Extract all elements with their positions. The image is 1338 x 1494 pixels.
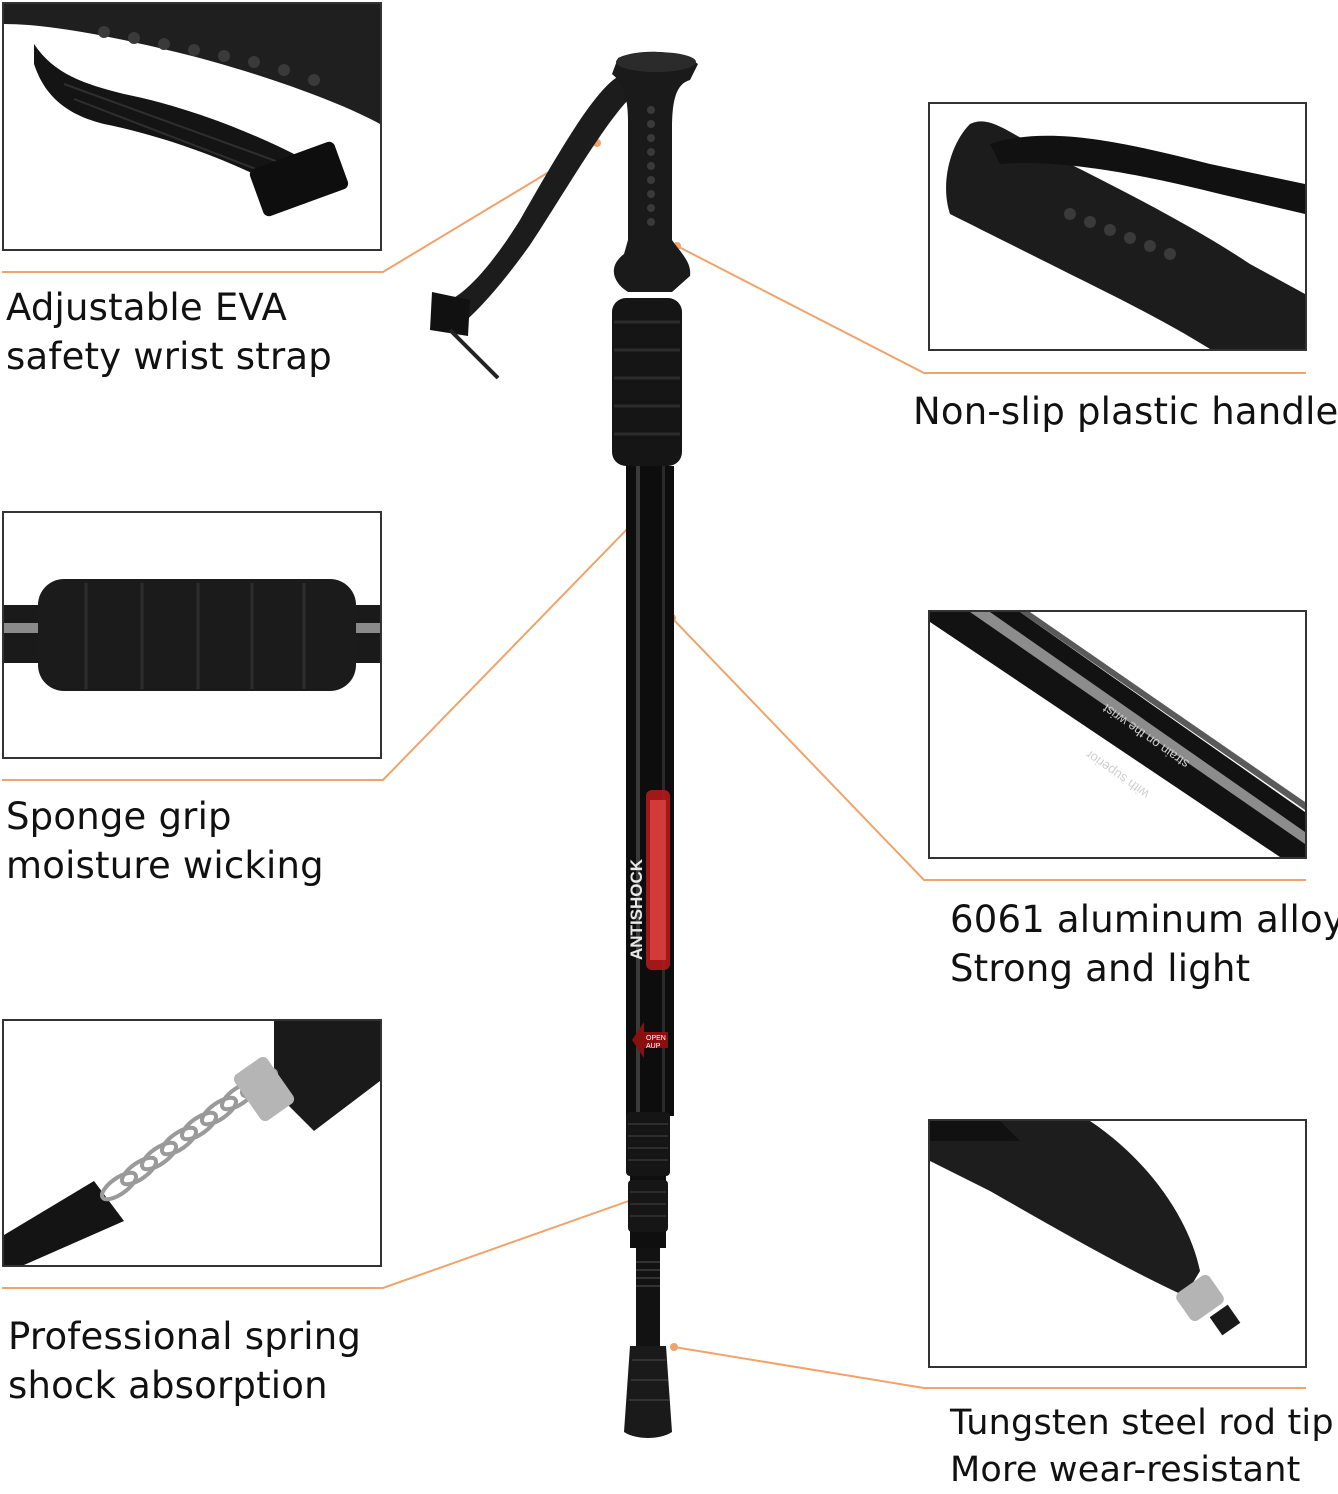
handle (612, 51, 698, 292)
label-spring-line2: shock absorption (8, 1364, 328, 1407)
inset-sponge-grip (2, 511, 382, 759)
label-alloy-line2: Strong and light (950, 947, 1251, 990)
label-sponge-grip-line1: Sponge grip (6, 795, 232, 838)
leader-tip (673, 1346, 1306, 1389)
leader-alloy (671, 617, 1306, 881)
leader-handle (676, 245, 1306, 374)
label-tip: Tungsten steel rod tip More wear-resista… (950, 1400, 1334, 1494)
inset-handle (928, 102, 1307, 351)
sponge-grip (612, 298, 682, 466)
pole-arrow-text-2: AUP (646, 1043, 661, 1050)
inset-alloy: with superior strain on the wrist (928, 610, 1307, 859)
label-spring-line1: Professional spring (8, 1315, 362, 1358)
lower-shaft (636, 1248, 660, 1348)
leader-wrist-strap (2, 142, 598, 273)
label-handle-line1: Non-slip plastic handle (913, 390, 1338, 433)
label-wrist-strap-line2: safety wrist strap (6, 335, 332, 378)
label-spring: Professional spring shock absorption (8, 1312, 361, 1410)
label-sponge-grip: Sponge grip moisture wicking (6, 792, 324, 890)
rubber-tip (624, 1346, 672, 1438)
upper-lock (626, 1112, 670, 1176)
leader-sponge-grip (2, 519, 637, 781)
lower-lock (628, 1180, 668, 1232)
label-wrist-strap-line1: Adjustable EVA (6, 286, 288, 329)
label-tip-line2: More wear-resistant (950, 1450, 1301, 1490)
inset-wrist-strap (2, 2, 382, 251)
inset-spring (2, 1019, 382, 1267)
wrist-strap (440, 74, 628, 330)
label-tip-line1: Tungsten steel rod tip (950, 1403, 1334, 1443)
leader-spring (2, 1191, 655, 1289)
label-handle: Non-slip plastic handle (913, 387, 1338, 436)
label-alloy: 6061 aluminum alloy Strong and light (950, 895, 1338, 993)
label-alloy-line1: 6061 aluminum alloy (950, 898, 1338, 941)
inset-tip (928, 1119, 1307, 1368)
label-sponge-grip-line2: moisture wicking (6, 844, 324, 887)
pole-arrow-text-1: OPEN (646, 1035, 666, 1042)
pole-brand-text: ANTISHOCK (627, 858, 646, 960)
label-wrist-strap: Adjustable EVA safety wrist strap (6, 283, 332, 381)
